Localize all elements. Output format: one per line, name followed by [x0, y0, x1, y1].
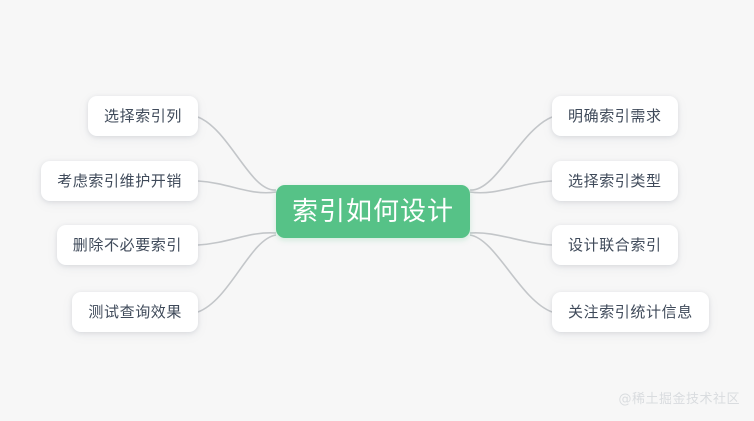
mindmap-node-label: 关注索引统计信息 — [568, 302, 693, 321]
connector-left-2 — [197, 180, 277, 194]
mindmap-node-label: 测试查询效果 — [88, 302, 182, 321]
mindmap-node-right-4[interactable]: 关注索引统计信息 — [552, 292, 709, 332]
connector-right-4 — [469, 234, 553, 313]
mindmap-node-left-3[interactable]: 删除不必要索引 — [56, 225, 198, 265]
mindmap-node-label: 选择索引列 — [103, 106, 182, 125]
mindmap-node-left-2[interactable]: 考虑索引维护开销 — [41, 161, 198, 201]
connector-left-1 — [197, 116, 277, 191]
mindmap-node-label: 删除不必要索引 — [72, 235, 182, 254]
mindmap-node-right-3[interactable]: 设计联合索引 — [552, 225, 678, 265]
mindmap-center-label: 索引如何设计 — [291, 196, 454, 227]
mindmap-node-label: 设计联合索引 — [568, 235, 662, 254]
mindmap-node-left-4[interactable]: 测试查询效果 — [72, 292, 198, 332]
mindmap-node-label: 明确索引需求 — [568, 106, 662, 125]
mindmap-node-right-1[interactable]: 明确索引需求 — [552, 96, 678, 136]
connector-right-2 — [469, 180, 553, 194]
connector-left-4 — [197, 234, 277, 313]
connector-right-1 — [469, 116, 553, 191]
watermark: @稀土掘金技术社区 — [618, 392, 740, 407]
mindmap-node-label: 考虑索引维护开销 — [57, 171, 182, 190]
connector-left-3 — [197, 231, 277, 246]
mindmap-node-left-1[interactable]: 选择索引列 — [87, 96, 198, 136]
mindmap-node-label: 选择索引类型 — [568, 171, 662, 190]
mindmap-node-right-2[interactable]: 选择索引类型 — [552, 161, 678, 201]
connector-right-3 — [469, 231, 553, 246]
mindmap-center-node[interactable]: 索引如何设计 — [276, 185, 470, 238]
